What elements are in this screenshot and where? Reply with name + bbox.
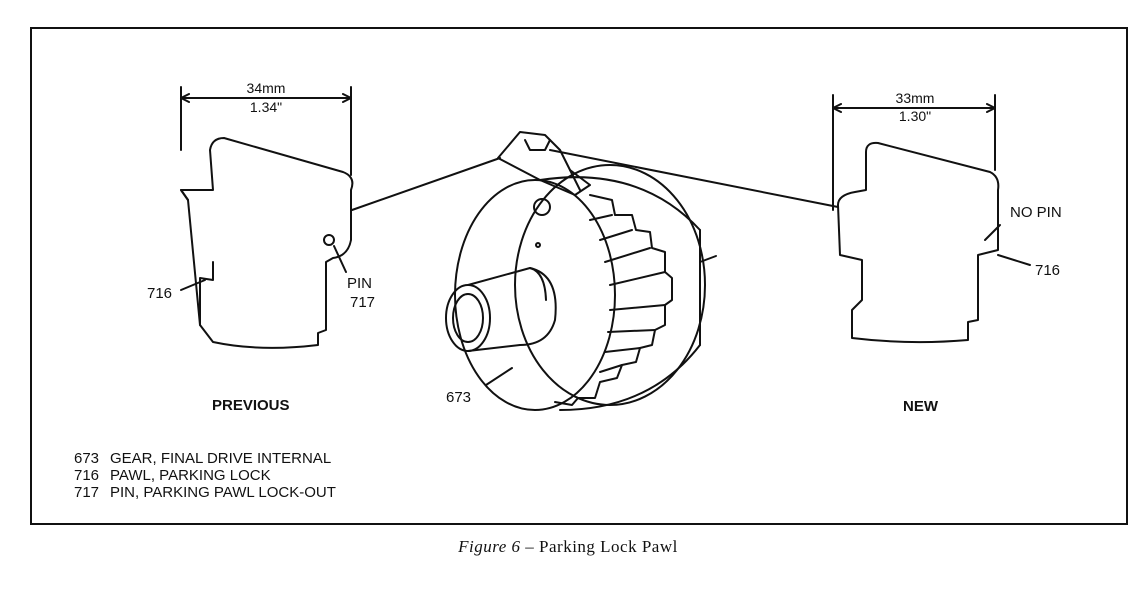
caption-dash: –: [525, 537, 535, 556]
left-connector-line: [351, 157, 501, 211]
previous-part-716-label: 716: [147, 285, 173, 302]
right-connector-line: [549, 149, 839, 208]
figure-number: Figure 6: [458, 537, 521, 556]
new-dimension-mm: 33mm: [895, 90, 935, 106]
new-pawl-drawing: [832, 94, 1031, 344]
legend-number: 673: [74, 450, 100, 467]
legend-text: PAWL, PARKING LOCK: [110, 467, 271, 484]
pin-717-hole: [323, 234, 335, 246]
no-pin-label: NO PIN: [1010, 204, 1062, 221]
legend-text: GEAR, FINAL DRIVE INTERNAL: [110, 450, 332, 467]
new-part-716-label: 716: [1035, 262, 1061, 279]
figure-title: Parking Lock Pawl: [539, 537, 678, 556]
previous-pawl-outline: [180, 137, 354, 349]
right-716-leader: [997, 254, 1031, 266]
figure-caption: Figure 6 – Parking Lock Pawl: [0, 537, 1136, 557]
gear-673-label: 673: [446, 389, 472, 406]
previous-caption: PREVIOUS: [212, 397, 290, 414]
pin-label: PIN: [347, 275, 373, 292]
legend-number: 716: [74, 467, 100, 484]
new-dimension-in: 1.30": [898, 108, 932, 124]
no-pin-leader: [984, 224, 1001, 241]
legend-row: 717 PIN, PARKING PAWL LOCK-OUT: [74, 484, 336, 501]
pin-717-label: 717: [350, 294, 376, 311]
pin-leader-line: [333, 245, 347, 273]
previous-dimension-mm: 34mm: [246, 80, 286, 96]
legend-row: 716 PAWL, PARKING LOCK: [74, 467, 336, 484]
previous-dimension-in: 1.34": [249, 99, 283, 115]
new-caption: NEW: [903, 398, 938, 415]
legend-row: 673 GEAR, FINAL DRIVE INTERNAL: [74, 450, 336, 467]
new-pawl-outline: [837, 141, 1000, 344]
gear-673-leader: [485, 367, 513, 386]
left-716-leader: [180, 279, 206, 291]
previous-pawl-drawing: [180, 86, 354, 349]
legend-number: 717: [74, 484, 100, 501]
figure-frame: [30, 27, 1128, 525]
gear-673-drawing: [445, 131, 717, 411]
legend-text: PIN, PARKING PAWL LOCK-OUT: [110, 484, 336, 501]
parts-legend: 673 GEAR, FINAL DRIVE INTERNAL 716 PAWL, P…: [74, 450, 336, 501]
